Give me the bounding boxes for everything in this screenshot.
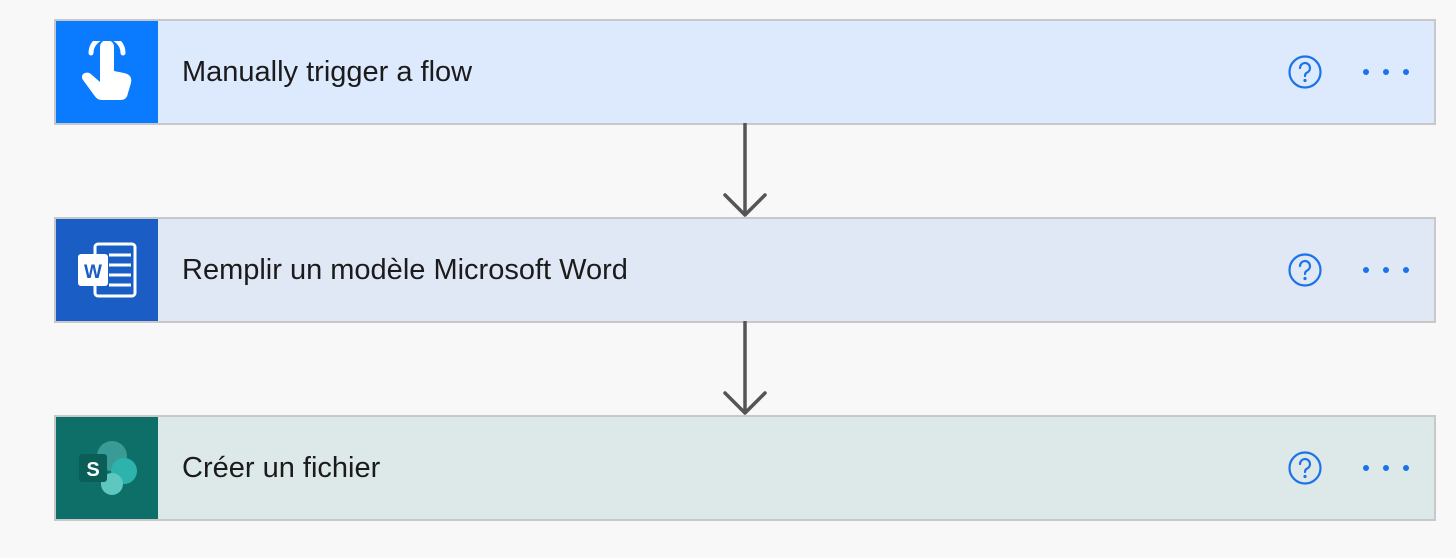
flow-step-word-template[interactable]: W Remplir un modèle Microsoft Word [54,217,1436,323]
svg-text:S: S [86,459,99,481]
step-title: Remplir un modèle Microsoft Word [182,253,628,286]
step-title: Manually trigger a flow [182,55,473,88]
flow-step-create-file[interactable]: S Créer un fichier [54,415,1436,521]
svg-text:W: W [84,262,102,283]
flow-step-manual-trigger[interactable]: Manually trigger a flow [54,19,1436,125]
more-options-icon[interactable] [1358,57,1414,87]
touch-hand-icon [56,21,158,123]
help-icon[interactable] [1286,251,1324,289]
help-icon[interactable] [1286,449,1324,487]
connector-arrow [723,123,767,217]
connector-arrow [723,321,767,415]
help-icon[interactable] [1286,53,1324,91]
more-options-icon[interactable] [1358,453,1414,483]
sharepoint-icon: S [56,417,158,519]
more-options-icon[interactable] [1358,255,1414,285]
step-title: Créer un fichier [182,451,381,484]
word-icon: W [56,219,158,321]
